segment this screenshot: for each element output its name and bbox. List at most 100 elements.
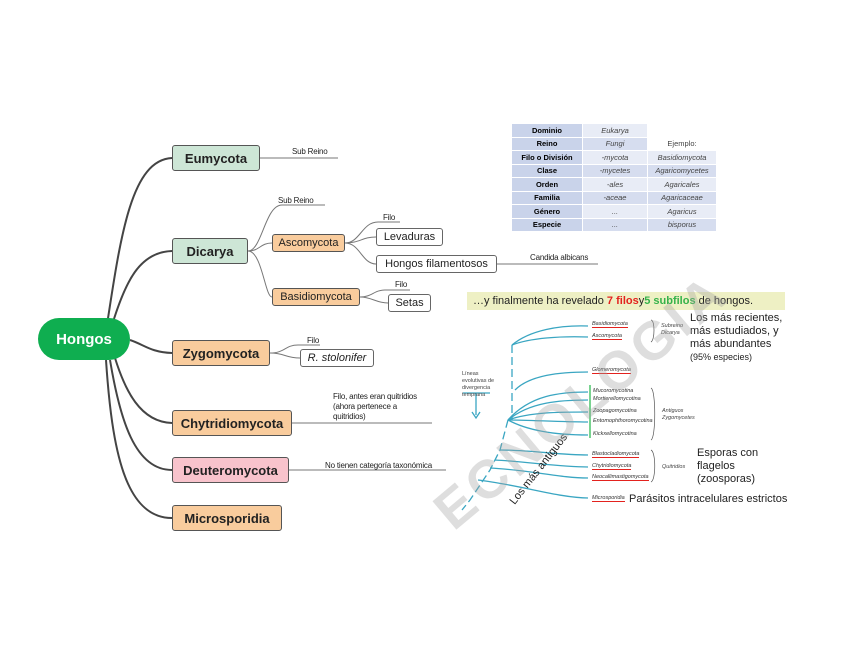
connector-asco-levaduras — [344, 236, 377, 244]
tree-branch — [494, 459, 589, 468]
connector-basidio-setas — [359, 296, 389, 304]
taxon-microsporidia: Microsporidia — [592, 495, 625, 502]
example-cell: Basidiomycota — [647, 150, 717, 165]
taxon-mortierellomycotina: Mortierellomycotina — [593, 396, 641, 402]
connector-dicarya-asco — [247, 242, 273, 252]
bracket-zygo — [650, 387, 656, 441]
taxon-ascomycota: Ascomycota — [592, 333, 622, 340]
suffix-cell: -ales — [582, 177, 648, 192]
tree-branch — [507, 399, 589, 421]
group-dicarya: Subreino Dicarya — [661, 323, 684, 336]
taxon-kickxellomycotina: Kickxellomycotina — [593, 431, 637, 437]
lineage-arrow-head — [471, 411, 481, 420]
connector-asco-filo — [344, 221, 400, 244]
connector-dicarya-sub — [247, 204, 325, 252]
connector-deuteromycota — [109, 359, 173, 471]
node-r-stolonifer[interactable]: R. stolonifer — [300, 349, 374, 367]
banner-subfilos: 5 subfilos — [644, 295, 696, 307]
banner-text: y — [638, 295, 645, 307]
tree-branch — [489, 467, 589, 479]
tree-trunk — [461, 345, 513, 511]
example-cell: Agaricaceae — [647, 190, 717, 205]
banner-filos: 7 filos — [606, 295, 639, 307]
bracket-dicarya — [650, 319, 655, 343]
tree-branch — [507, 419, 589, 436]
node-levaduras[interactable]: Levaduras — [376, 228, 443, 246]
label-eumycota-subreino: Sub Reino — [292, 147, 328, 156]
connector-zygo-stolonifer — [269, 352, 301, 359]
tree-branch — [511, 325, 589, 346]
label-candida-albicans: Candida albicans — [530, 253, 589, 262]
taxon-entomophthoromycotina: Entomophthoromycotina — [593, 418, 653, 424]
node-microsporidia[interactable]: Microsporidia — [172, 505, 282, 531]
connector-eumycota — [104, 157, 173, 339]
tree-branch — [507, 419, 589, 423]
tree-branch — [477, 479, 589, 499]
table-row: Género...Agaricus — [511, 204, 717, 219]
rank-cell: Dominio — [511, 123, 583, 138]
label-ascomycota-filo: Filo — [383, 213, 396, 222]
connector-microsporidia — [105, 359, 173, 519]
table-row: Especie...bisporus — [511, 217, 717, 232]
label-basidiomycota-filo: Filo — [395, 280, 408, 289]
label-deuteromycota-note: No tienen categoría taxonómica — [325, 461, 432, 470]
node-zygomycota[interactable]: Zygomycota — [172, 340, 270, 366]
example-cell: Agaricomycetes — [647, 163, 717, 178]
connector-dicarya — [109, 250, 173, 333]
taxon-neocallimastigomycota: Neocallimastigomycota — [592, 474, 649, 481]
note-recent: Los más recientes, más estudiados, y más… — [690, 312, 790, 364]
label-dicarya-subreino: Sub Reino — [278, 196, 314, 205]
node-setas[interactable]: Setas — [388, 294, 431, 312]
lineage-note: Líneas evolutivas de divergencia tempran… — [462, 371, 495, 398]
note-spores: Esporas con flagelos (zoosporas) — [697, 447, 759, 485]
suffix-cell: -mycetes — [582, 163, 648, 178]
node-deuteromycota[interactable]: Deuteromycota — [172, 457, 289, 483]
rank-cell: Filo o División — [511, 150, 583, 165]
example-cell: bisporus — [647, 217, 717, 232]
suffix-cell: ... — [582, 204, 648, 219]
node-basidiomycota[interactable]: Basidiomycota — [272, 288, 360, 306]
note-recent-pct: (95% especies) — [690, 352, 753, 362]
tree-branch — [511, 336, 589, 346]
rank-cell: Especie — [511, 217, 583, 232]
example-cell: Agaricus — [647, 204, 717, 219]
example-cell: Agaricales — [647, 177, 717, 192]
taxon-mucoromycotina: Mucoromycotina — [593, 388, 634, 394]
root-node-hongos[interactable]: Hongos — [38, 318, 130, 360]
group-zygomycetes: Antiguos Zygomycetes — [662, 408, 695, 421]
banner-text: …y finalmente ha revelado — [473, 295, 604, 307]
bracket-quitridios — [650, 449, 656, 483]
note-parasites: Parásitos intracelulares estrictos — [629, 493, 788, 505]
rank-cell: Reino — [511, 136, 583, 151]
taxon-chytridiomycota: Chytridiomycota — [592, 463, 632, 470]
tree-branch — [514, 371, 589, 391]
suffix-cell: Eukarya — [582, 123, 648, 138]
connector-chytridiomycota — [114, 357, 173, 424]
group-quitridios: Quitridios — [662, 464, 686, 470]
connector-zygomycota — [129, 339, 173, 354]
node-hongos-filamentosos[interactable]: Hongos filamentosos — [376, 255, 497, 273]
connector-dicarya-basidio — [247, 250, 273, 298]
node-chytridiomycota[interactable]: Chytridiomycota — [172, 410, 292, 436]
rank-cell: Clase — [511, 163, 583, 178]
taxon-zoopagomycotina: Zoopagomycotina — [593, 408, 637, 414]
banner-text: de hongos. — [698, 295, 754, 307]
node-eumycota[interactable]: Eumycota — [172, 145, 260, 171]
label-chytridiomycota-note: Filo, antes eran quitridios (ahora perte… — [333, 392, 417, 421]
node-ascomycota[interactable]: Ascomycota — [272, 234, 345, 252]
connector-asco-hongos — [344, 242, 377, 265]
suffix-cell: Fungi — [582, 136, 648, 151]
tree-branch — [507, 411, 589, 421]
taxon-basidiomycota: Basidiomycota — [592, 321, 628, 328]
suffix-cell: ... — [582, 217, 648, 232]
note-recent-text: Los más recientes, más estudiados, y más… — [690, 312, 783, 350]
tree-branch — [499, 449, 589, 456]
node-dicarya[interactable]: Dicarya — [172, 238, 248, 264]
taxon-blastocladiomycota: Blastocladiomycota — [592, 451, 640, 458]
label-zygomycota-filo: Filo — [307, 336, 320, 345]
